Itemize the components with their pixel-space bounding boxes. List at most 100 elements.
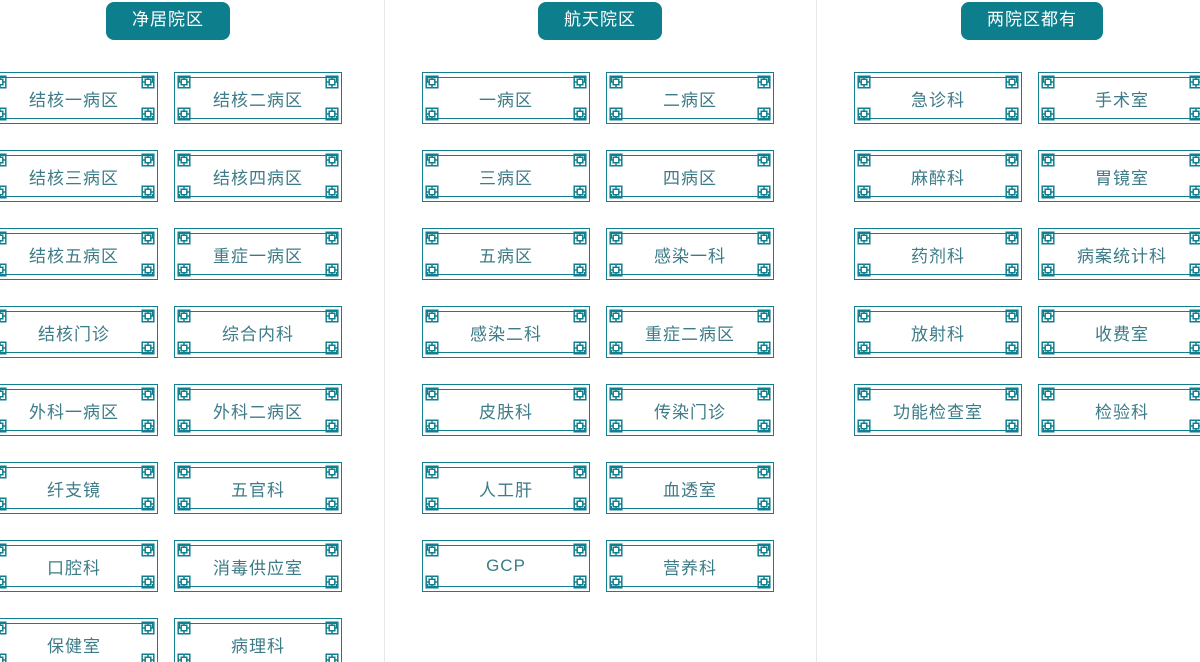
department-card[interactable]: 三病区 xyxy=(422,150,590,202)
department-card[interactable]: 急诊科 xyxy=(854,72,1022,124)
meander-ornament-icon xyxy=(857,387,871,401)
department-card[interactable]: 麻醉科 xyxy=(854,150,1022,202)
department-card[interactable]: 四病区 xyxy=(606,150,774,202)
frame-notch xyxy=(145,628,154,662)
card-frame xyxy=(606,228,774,280)
department-card[interactable]: 二病区 xyxy=(606,72,774,124)
card-frame xyxy=(0,540,158,592)
meander-ornament-icon xyxy=(1041,387,1055,401)
campus-badge-2[interactable]: 两院区都有 xyxy=(961,2,1103,40)
frame-notch xyxy=(145,472,154,506)
frame-notch xyxy=(426,316,435,350)
department-card[interactable]: 结核三病区 xyxy=(0,150,158,202)
frame-notch xyxy=(178,82,187,116)
meander-ornament-icon xyxy=(141,75,155,89)
department-row: 功能检查室检验科 xyxy=(854,384,1200,462)
department-card[interactable]: 传染门诊 xyxy=(606,384,774,436)
department-card[interactable]: 病案统计科 xyxy=(1038,228,1200,280)
meander-ornament-icon xyxy=(0,75,7,89)
meander-ornament-icon xyxy=(609,75,623,89)
campus-badge-0[interactable]: 净居院区 xyxy=(106,2,230,40)
department-card[interactable]: 外科一病区 xyxy=(0,384,158,436)
department-card[interactable]: 一病区 xyxy=(422,72,590,124)
department-card[interactable]: 功能检查室 xyxy=(854,384,1022,436)
department-card[interactable]: 放射科 xyxy=(854,306,1022,358)
frame-notch xyxy=(761,550,770,584)
meander-ornament-icon xyxy=(0,107,7,121)
frame-notch xyxy=(1193,316,1200,350)
department-card[interactable]: 感染一科 xyxy=(606,228,774,280)
department-card[interactable]: 五病区 xyxy=(422,228,590,280)
department-card[interactable]: 血透室 xyxy=(606,462,774,514)
department-card[interactable]: 胃镜室 xyxy=(1038,150,1200,202)
department-card[interactable]: 病理科 xyxy=(174,618,342,662)
card-frame xyxy=(854,306,1022,358)
meander-ornament-icon xyxy=(1041,263,1055,277)
department-card[interactable]: 感染二科 xyxy=(422,306,590,358)
meander-ornament-icon xyxy=(177,387,191,401)
department-card[interactable]: 结核五病区 xyxy=(0,228,158,280)
department-card[interactable]: 保健室 xyxy=(0,618,158,662)
department-row: 麻醉科胃镜室 xyxy=(854,150,1200,228)
department-name: 结核三病区 xyxy=(29,168,119,188)
department-card[interactable]: 外科二病区 xyxy=(174,384,342,436)
meander-ornament-icon xyxy=(325,185,339,199)
frame-notch xyxy=(858,238,867,272)
department-name: 外科二病区 xyxy=(213,402,303,422)
department-card[interactable]: 重症一病区 xyxy=(174,228,342,280)
department-card[interactable]: 重症二病区 xyxy=(606,306,774,358)
department-card[interactable]: 检验科 xyxy=(1038,384,1200,436)
frame-notch xyxy=(178,160,187,194)
meander-ornament-icon xyxy=(857,309,871,323)
meander-ornament-icon xyxy=(1189,107,1200,121)
department-card[interactable]: 结核二病区 xyxy=(174,72,342,124)
department-card[interactable]: 五官科 xyxy=(174,462,342,514)
department-card[interactable]: 药剂科 xyxy=(854,228,1022,280)
department-card[interactable]: 结核一病区 xyxy=(0,72,158,124)
card-frame xyxy=(1038,228,1200,280)
campus-badge-1[interactable]: 航天院区 xyxy=(538,2,662,40)
frame-notch xyxy=(761,82,770,116)
department-row: 一病区 二病区 xyxy=(422,72,816,150)
frame-notch xyxy=(426,472,435,506)
meander-ornament-icon xyxy=(177,621,191,635)
department-card[interactable]: 收费室 xyxy=(1038,306,1200,358)
frame-notch xyxy=(761,316,770,350)
meander-ornament-icon xyxy=(325,575,339,589)
department-card[interactable]: 营养科 xyxy=(606,540,774,592)
meander-ornament-icon xyxy=(177,341,191,355)
frame-notch xyxy=(610,82,619,116)
meander-ornament-icon xyxy=(1005,75,1019,89)
department-card[interactable]: 纤支镜 xyxy=(0,462,158,514)
department-row: 急诊科手术室 xyxy=(854,72,1200,150)
department-card[interactable]: 人工肝 xyxy=(422,462,590,514)
meander-ornament-icon xyxy=(857,75,871,89)
department-row: 结核五病区 重症一病区 xyxy=(0,228,384,306)
meander-ornament-icon xyxy=(425,185,439,199)
department-name: 结核门诊 xyxy=(38,324,110,344)
department-card[interactable]: 皮肤科 xyxy=(422,384,590,436)
department-name: 重症一病区 xyxy=(213,246,303,266)
meander-ornament-icon xyxy=(757,75,771,89)
department-name: 结核四病区 xyxy=(213,168,303,188)
department-card[interactable]: 结核门诊 xyxy=(0,306,158,358)
department-row: 感染二科重症二病区 xyxy=(422,306,816,384)
department-card[interactable]: 消毒供应室 xyxy=(174,540,342,592)
department-card[interactable]: 手术室 xyxy=(1038,72,1200,124)
meander-ornament-icon xyxy=(573,185,587,199)
frame-notch xyxy=(329,472,338,506)
department-card[interactable]: 口腔科 xyxy=(0,540,158,592)
meander-ornament-icon xyxy=(141,185,155,199)
frame-notch xyxy=(577,82,586,116)
meander-ornament-icon xyxy=(573,543,587,557)
meander-ornament-icon xyxy=(177,497,191,511)
meander-ornament-icon xyxy=(1189,75,1200,89)
meander-ornament-icon xyxy=(0,497,7,511)
department-card[interactable]: 结核四病区 xyxy=(174,150,342,202)
frame-notch xyxy=(1009,82,1018,116)
department-card[interactable]: 综合内科 xyxy=(174,306,342,358)
meander-ornament-icon xyxy=(1041,107,1055,121)
department-card[interactable]: GCP xyxy=(422,540,590,592)
frame-notch xyxy=(858,316,867,350)
department-name: 二病区 xyxy=(663,90,717,110)
